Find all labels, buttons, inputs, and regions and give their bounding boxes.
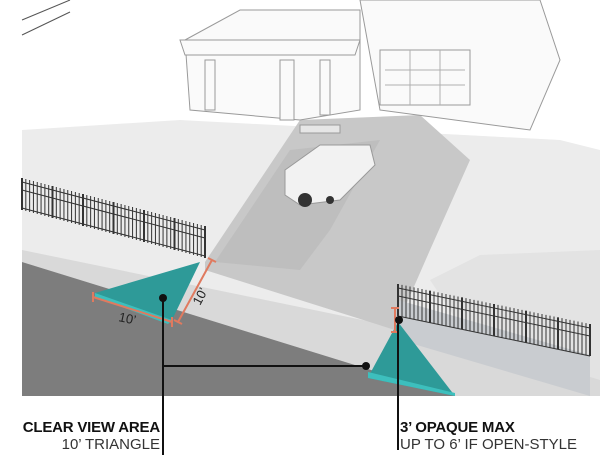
leader-dot	[395, 316, 403, 324]
leader-dot	[362, 362, 370, 370]
clear-view-title: CLEAR VIEW AREA	[22, 419, 160, 436]
leader-lines	[162, 298, 399, 455]
clear-view-subtitle: 10’ TRIANGLE	[61, 436, 160, 453]
window-details	[385, 50, 465, 105]
clear-view-edge-right	[368, 372, 455, 396]
leader-dot	[159, 294, 167, 302]
clear-view-triangle-left	[95, 262, 200, 320]
opaque-subtitle: UP TO 6’ IF OPEN-STYLE	[400, 436, 577, 453]
dimension-left-width: 10’	[117, 309, 137, 327]
back-fence	[21, 0, 71, 36]
left-fence	[21, 178, 206, 258]
dimension-left-depth: 10’	[189, 285, 210, 307]
right-fence	[397, 284, 591, 357]
opaque-title: 3’ OPAQUE MAX	[400, 419, 515, 436]
car	[284, 144, 376, 207]
driveway	[205, 115, 470, 330]
house	[179, 0, 561, 134]
